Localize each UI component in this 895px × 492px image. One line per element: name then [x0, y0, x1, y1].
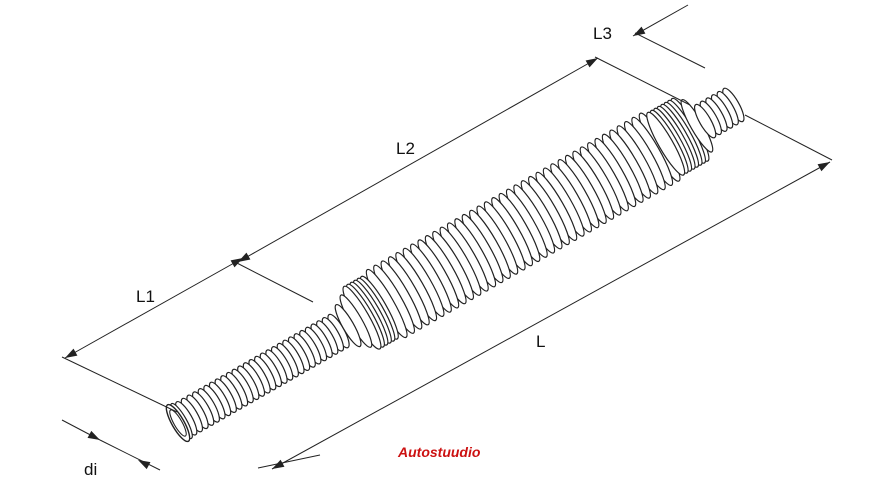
dimension-label-l1: L1 [136, 287, 155, 306]
dimension-line-di [99, 439, 161, 471]
extension-line [594, 56, 691, 106]
dimension-label-l2: L2 [396, 139, 415, 158]
dimension-label-l3: L3 [593, 24, 612, 43]
arrowhead [585, 58, 598, 68]
watermark: Autostuudio [398, 444, 481, 460]
extension-line [744, 114, 833, 161]
hose-opening [165, 403, 191, 443]
collar-ring [646, 111, 686, 176]
collar-step-ring [334, 303, 362, 348]
extension-line [257, 454, 321, 469]
arrowhead [87, 430, 100, 440]
hose-inner-bore [169, 409, 187, 437]
arrowhead [65, 348, 78, 358]
dimension-line-l2 [237, 57, 599, 263]
arrowhead [238, 252, 251, 262]
dimension-line-l1 [64, 257, 244, 359]
arrowhead [633, 26, 646, 36]
corrugated-hose [165, 87, 745, 443]
dimension-label-di: di [84, 460, 98, 479]
dimension-line-l [271, 161, 831, 470]
extension-line [232, 260, 314, 303]
extension-line [634, 32, 706, 69]
dimension-lines [61, 4, 833, 471]
corrugation-ring [693, 103, 717, 139]
dimension-label-l: L [536, 332, 546, 351]
arrowhead [138, 460, 151, 470]
extension-line [61, 356, 178, 413]
arrowhead [817, 162, 830, 172]
arrowhead [272, 459, 285, 469]
